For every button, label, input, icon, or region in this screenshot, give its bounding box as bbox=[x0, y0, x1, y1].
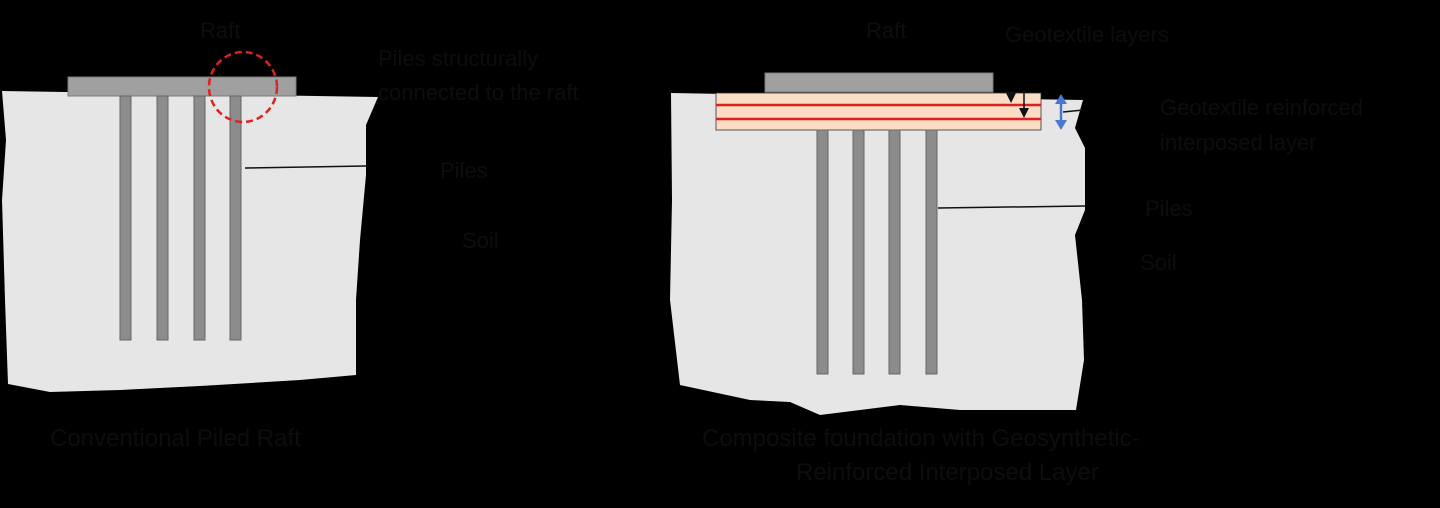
pile bbox=[888, 129, 901, 375]
pile bbox=[852, 129, 865, 375]
soil-label: Soil bbox=[1140, 250, 1177, 275]
layer-leader-line bbox=[1062, 109, 1084, 113]
pile bbox=[925, 129, 938, 375]
double-arrow-icon bbox=[1055, 94, 1067, 130]
layer-label-line1: Geotextile reinforced bbox=[1160, 95, 1363, 120]
soil-block bbox=[2, 91, 378, 392]
arrow-head bbox=[1006, 93, 1016, 103]
conventional-piled-raft: Raft Piles structurally connected to the… bbox=[2, 18, 579, 452]
connection-label-line1: Piles structurally bbox=[378, 46, 538, 71]
soil-block bbox=[670, 93, 1085, 415]
connection-highlight-circle bbox=[207, 50, 279, 124]
pile bbox=[193, 95, 206, 341]
layer-label-line2: interposed layer bbox=[1160, 130, 1317, 155]
pile bbox=[156, 95, 169, 341]
connection-label-line2: connected to the raft bbox=[378, 80, 579, 105]
caption-line2: Reinforced Interposed Layer bbox=[796, 459, 1099, 486]
piles-leader-line bbox=[937, 205, 1086, 209]
pile bbox=[119, 95, 132, 341]
raft-label: Raft bbox=[200, 18, 240, 43]
piles-leader-line bbox=[244, 165, 367, 169]
pile bbox=[229, 95, 242, 341]
raft bbox=[764, 72, 994, 93]
piles-label: Piles bbox=[1145, 196, 1193, 221]
geotextile-label: Geotextile layers bbox=[1005, 22, 1169, 47]
piles-label: Piles bbox=[440, 158, 488, 183]
caption-line1: Composite foundation with Geosynthetic- bbox=[702, 425, 1140, 452]
raft bbox=[67, 76, 297, 97]
soil-label: Soil bbox=[462, 228, 499, 253]
caption: Conventional Piled Raft bbox=[50, 425, 301, 452]
raft-label: Raft bbox=[866, 18, 906, 43]
composite-foundation: Raft Geotextile layers Geotextile reinfo… bbox=[670, 18, 1363, 486]
pile bbox=[816, 129, 829, 375]
interposed-layer bbox=[715, 92, 1042, 131]
arrow-head bbox=[1019, 108, 1029, 118]
